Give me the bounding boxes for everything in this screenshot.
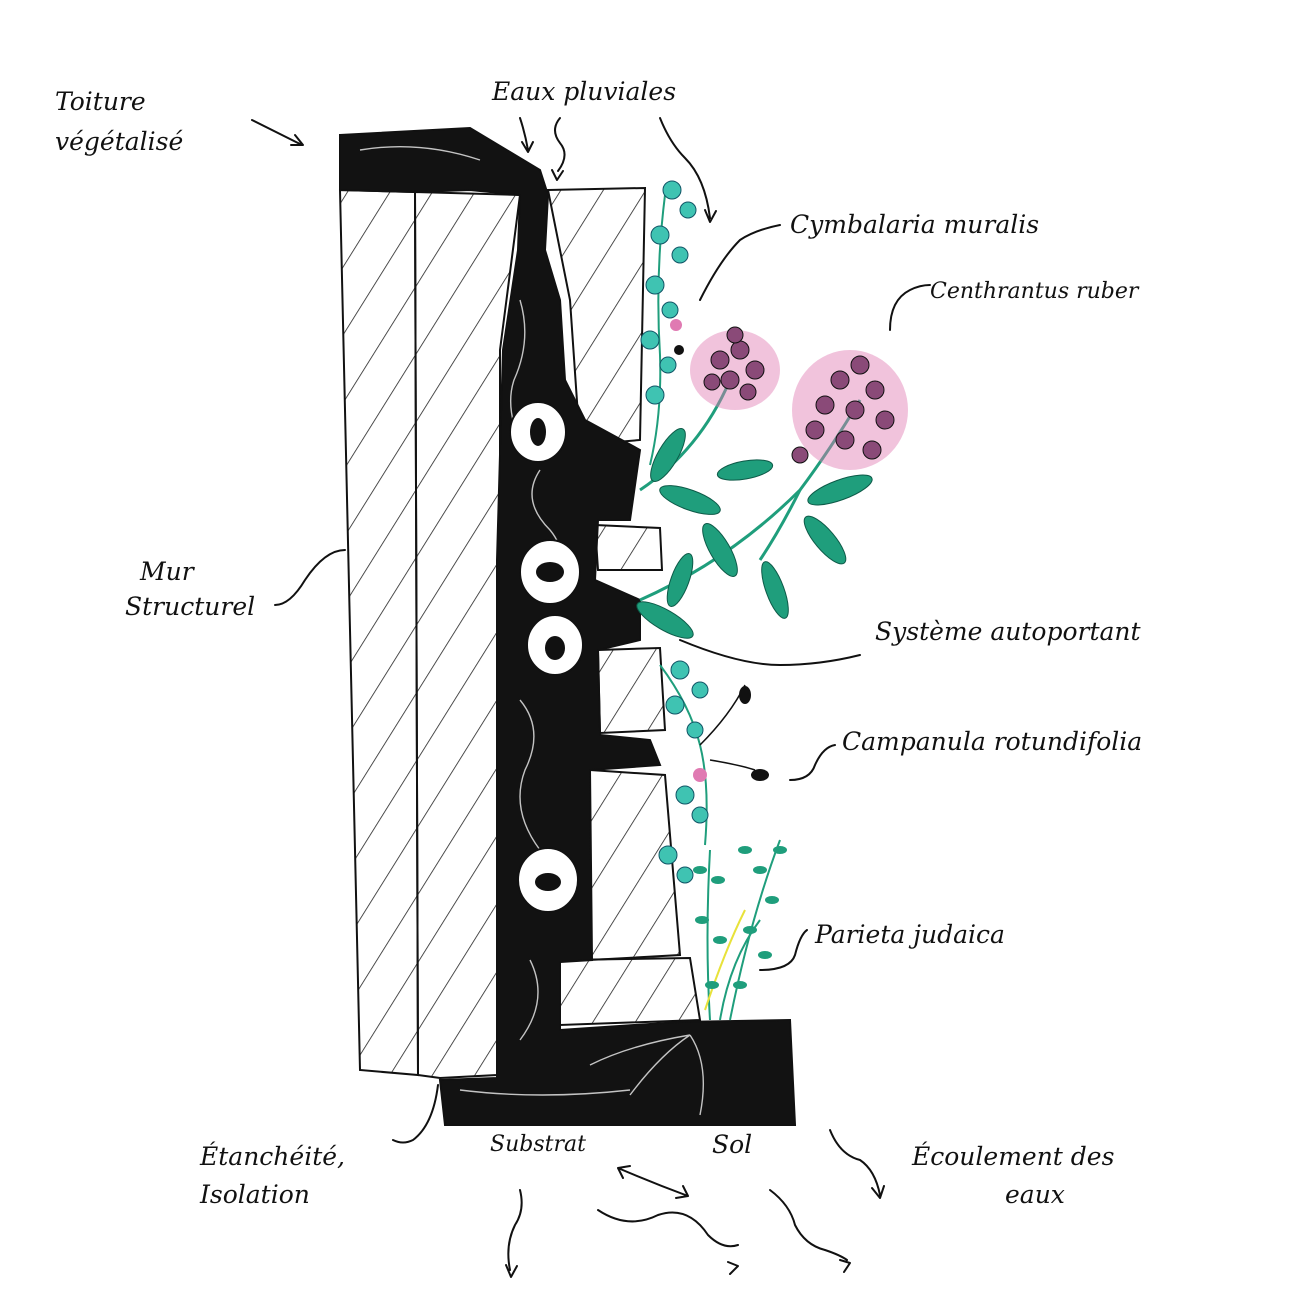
freestanding-system-blocks xyxy=(546,186,702,1027)
label-etancheite-line1: Étanchéité, xyxy=(200,1142,345,1171)
label-substrat: Substrat xyxy=(490,1132,586,1157)
label-mur-line1: Mur xyxy=(140,557,194,586)
centhranthus-plant xyxy=(636,326,908,639)
cymbalaria-plant xyxy=(640,180,697,466)
label-etancheite-line2: Isolation xyxy=(200,1180,310,1209)
label-ecoulement-line1: Écoulement des xyxy=(912,1142,1115,1171)
centhranthus-flower-small xyxy=(690,326,780,410)
substrate-layer xyxy=(339,126,797,1126)
label-eaux-pluviales: Eaux pluviales xyxy=(492,77,677,106)
annotation-leaders xyxy=(251,117,931,1278)
label-ecoulement-line2: eaux xyxy=(1005,1180,1065,1209)
label-sol: Sol xyxy=(712,1130,753,1159)
campanula-plant xyxy=(658,660,769,884)
label-cymbalaria: Cymbalaria muralis xyxy=(790,210,1040,239)
label-mur-line2: Structurel xyxy=(125,592,256,621)
label-centhranthus: Centhrantus ruber xyxy=(930,279,1139,304)
parietaria-plant xyxy=(693,839,787,1021)
centhranthus-flower-large xyxy=(791,350,908,470)
label-parietaria: Parieta judaica xyxy=(815,920,1005,949)
label-toiture-line1: Toiture xyxy=(55,87,146,116)
label-toiture-line2: végétalisé xyxy=(55,127,184,156)
label-campanula: Campanula rotundifolia xyxy=(842,727,1143,756)
structural-wall xyxy=(338,188,522,1080)
insect-habitat-cavities xyxy=(509,401,584,913)
label-systeme-autoportant: Système autoportant xyxy=(875,617,1141,646)
